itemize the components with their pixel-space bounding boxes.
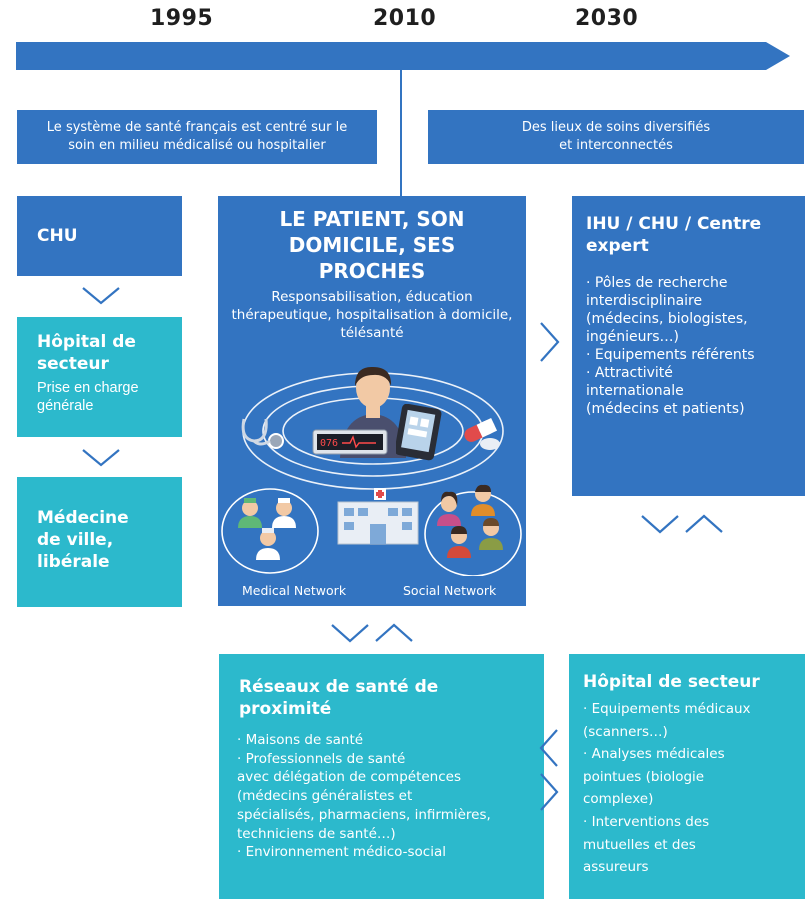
patient-title: LE PATIENT, SON DOMICILE, SES PROCHES [279,207,465,283]
chevron-left-icon [539,729,558,767]
list-item: mutuelles et des [583,836,696,853]
banner-right: Des lieux de soins diversifiés et interc… [428,110,804,164]
list-item: · Equipements référents [586,347,755,363]
patient-subtitle: Responsabilisation, éducation thérapeuti… [231,289,513,341]
chevron-right-icon [540,322,560,362]
list-item: (médecins, biologistes, [586,311,748,327]
ihu-chu-box: IHU / CHU / Centre expert · Pôles de rec… [572,196,805,496]
list-item: · Maisons de santé [237,732,364,748]
banner-left: Le système de santé français est centré … [17,110,377,164]
list-item: (médecins généralistes et [237,788,413,805]
chevron-down-up-icon [641,514,723,534]
list-item: · Analyses médicales [583,746,725,763]
chevron-right-icon [540,773,559,811]
ihu-chu-title: IHU / CHU / Centre expert [586,214,762,256]
list-item: · Professionnels de santé [237,750,406,767]
year-1995: 1995 [150,6,214,31]
list-item: spécialisés, pharmaciens, infirmières, [237,806,491,823]
reseaux-sante-title: Réseaux de santé de proximité [239,677,439,719]
list-item: ingénieurs…) [586,329,680,345]
list-item: (scanners…) [583,723,668,740]
chevron-down-icon [82,449,120,467]
social-network-label: Social Network [403,583,497,598]
medical-network-label: Medical Network [242,583,347,598]
chu-title: CHU [37,226,78,246]
social-people-icon [437,484,503,558]
hopital-secteur-title: Hôpital de secteur [37,332,136,374]
list-item: · Pôles de recherche [586,275,728,291]
banner-left-text: Le système de santé français est centré … [46,120,348,153]
tablet-icon [396,404,442,461]
hopital-secteur-right-box: Hôpital de secteur · Equipements médicau… [569,654,805,899]
list-item: pointues (biologie [583,768,705,785]
medecine-ville-title: Médecine de ville, libérale [37,508,129,572]
pills-icon [464,417,500,450]
chu-box: CHU [17,196,182,276]
list-item: complexe) [583,791,654,808]
reseaux-sante-list: · Maisons de santé · Professionnels de s… [237,731,542,862]
hospital-icon [337,488,419,545]
list-item: assureurs [583,859,649,876]
chevron-down-icon [82,287,120,305]
hopital-secteur-right-list: · Equipements médicaux (scanners…) · Ana… [583,698,803,879]
timeline-connector [400,68,402,198]
hopital-secteur-right-title: Hôpital de secteur [583,672,760,692]
timeline-arrow [16,42,790,70]
year-2030: 2030 [575,6,639,31]
list-item: avec délégation de compétences [237,769,461,786]
banner-right-text: Des lieux de soins diversifiés et interc… [521,120,711,153]
vitals-monitor-icon: 076 [312,429,388,455]
list-item: · Attractivité [586,365,673,381]
stethoscope-icon [241,418,284,449]
reseaux-sante-box: Réseaux de santé de proximité · Maisons … [219,654,544,899]
list-item: interdisciplinaire [586,293,703,309]
hopital-secteur-box: Hôpital de secteur Prise en charge génér… [17,317,182,437]
list-item: · Interventions des [583,813,710,830]
list-item: · Environnement médico-social [237,844,447,861]
list-item: · Equipements médicaux [583,701,751,717]
list-item: (médecins et patients) [586,401,745,417]
hopital-secteur-body: Prise en charge générale [37,380,139,414]
ihu-chu-list: · Pôles de recherche interdisciplinaire … [586,274,801,418]
chevron-down-up-icon [331,623,413,643]
year-2010: 2010 [373,6,437,31]
list-item: internationale [586,383,684,399]
medecine-ville-box: Médecine de ville, libérale [17,477,182,607]
patient-box: LE PATIENT, SON DOMICILE, SES PROCHES Re… [218,196,526,606]
monitor-readout: 076 [320,438,338,449]
medical-staff-icon [238,498,296,560]
list-item: techniciens de santé…) [237,825,396,842]
